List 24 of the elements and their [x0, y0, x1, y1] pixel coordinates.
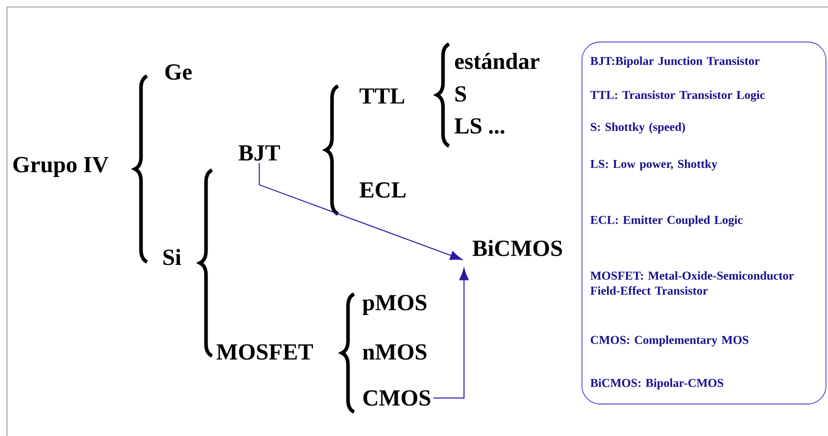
- tree-label: CMOS: [363, 390, 430, 406]
- glossary-entry: LS: Low power, Shottky: [590, 160, 718, 170]
- tree-label: MOSFET: [216, 344, 313, 360]
- tree-label: TTL: [360, 88, 404, 104]
- tree-label: Grupo IV: [13, 156, 108, 178]
- glossary-entry: ECL: Emitter Coupled Logic: [590, 216, 743, 226]
- tree-label: nMOS: [362, 344, 426, 360]
- tree-label: Ge: [165, 64, 192, 80]
- tree-label: Si: [163, 248, 182, 266]
- arrow: [432, 268, 469, 398]
- tree-label: S: [455, 86, 466, 102]
- glossary-entry: S: Shottky (speed): [590, 122, 685, 134]
- tree-label: BiCMOS: [472, 240, 562, 256]
- glossary-entry: CMOS: Complementary MOS: [590, 336, 748, 346]
- arrow: [258, 162, 462, 260]
- glossary-entry: MOSFET: Metal-Oxide-Semiconductor Field-Effect Transistor: [590, 271, 794, 295]
- glossary-entry: BiCMOS: Bipolar-CMOS: [590, 378, 724, 390]
- tree-label: BJT: [238, 145, 280, 161]
- tree-label: estándar: [454, 52, 540, 70]
- tree-label: LS ...: [454, 118, 504, 134]
- tree-label: pMOS: [362, 294, 426, 316]
- tree-label: ECL: [360, 182, 406, 198]
- glossary-entry: BJT:Bipolar Junction Transistor: [590, 56, 760, 68]
- glossary-entry: TTL: Transistor Transistor Logic: [590, 90, 765, 102]
